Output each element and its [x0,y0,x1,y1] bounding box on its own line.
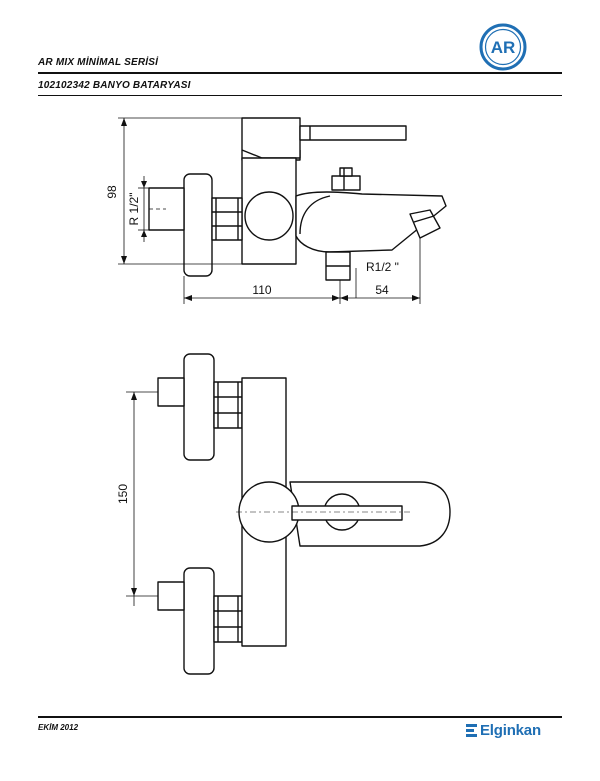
dim-spacing-label: 150 [116,484,130,504]
svg-text:AR: AR [491,38,516,57]
footer-date: EKİM 2012 [38,723,79,732]
footer-rule [38,716,562,718]
brand-mark-icon [466,723,477,737]
top-view [126,353,451,675]
ar-logo-icon: AR [479,23,527,71]
header-rule-thin [38,95,562,96]
dim-spout-label: 54 [375,283,389,297]
side-view [118,117,447,304]
series-title: AR MIX MİNİMAL SERİSİ [38,57,159,68]
dim-width-label: 110 [252,283,271,297]
dim-height-label: 98 [105,185,119,199]
product-code: 102102342 BANYO BATARYASI [38,80,191,91]
brand-name: Elginkan [480,721,541,739]
brand-logo: Elginkan [466,720,541,740]
dim-outlet-label: R1/2 " [366,260,399,274]
dim-inlet-label: R 1/2" [127,193,141,226]
header-rule [38,72,562,74]
